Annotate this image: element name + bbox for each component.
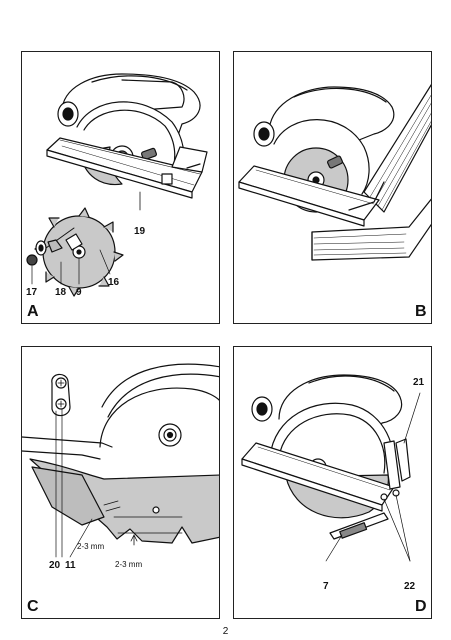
callout-22: 22 — [404, 581, 416, 592]
callout-16: 16 — [108, 277, 120, 288]
panel-letter-d: D — [415, 598, 427, 615]
callout-11: 11 — [65, 560, 76, 571]
callout-17: 17 — [26, 287, 38, 298]
page-number: 2 — [222, 626, 229, 637]
panel-letter-b: B — [415, 303, 427, 320]
figure-panel-d: 21 7 22 D — [233, 346, 432, 619]
callout-7: 7 — [323, 581, 329, 592]
panel-letter-c: C — [27, 598, 39, 615]
figure-panel-c: 2-3 mm 2-3 mm 20 11 C — [21, 346, 220, 619]
callout-9: 9 — [76, 287, 82, 298]
figure-panel-a: 19 16 17 18 9 A — [21, 51, 220, 324]
callout-20: 20 — [49, 560, 61, 571]
callout-19: 19 — [134, 226, 146, 237]
panel-letter-a: A — [27, 303, 39, 320]
dimension-label-1: 2-3 mm — [77, 542, 105, 551]
dimension-label-2: 2-3 mm — [115, 560, 143, 569]
parallel-guide-fitting-drawing — [241, 374, 421, 562]
figure-panel-b: B — [233, 51, 432, 324]
saw-blade-assembly-drawing — [26, 73, 208, 297]
saw-cutting-plank-drawing — [238, 84, 431, 261]
callout-18: 18 — [55, 287, 67, 298]
guard-adjustment-detail-drawing — [22, 363, 219, 558]
callout-21: 21 — [413, 377, 425, 388]
